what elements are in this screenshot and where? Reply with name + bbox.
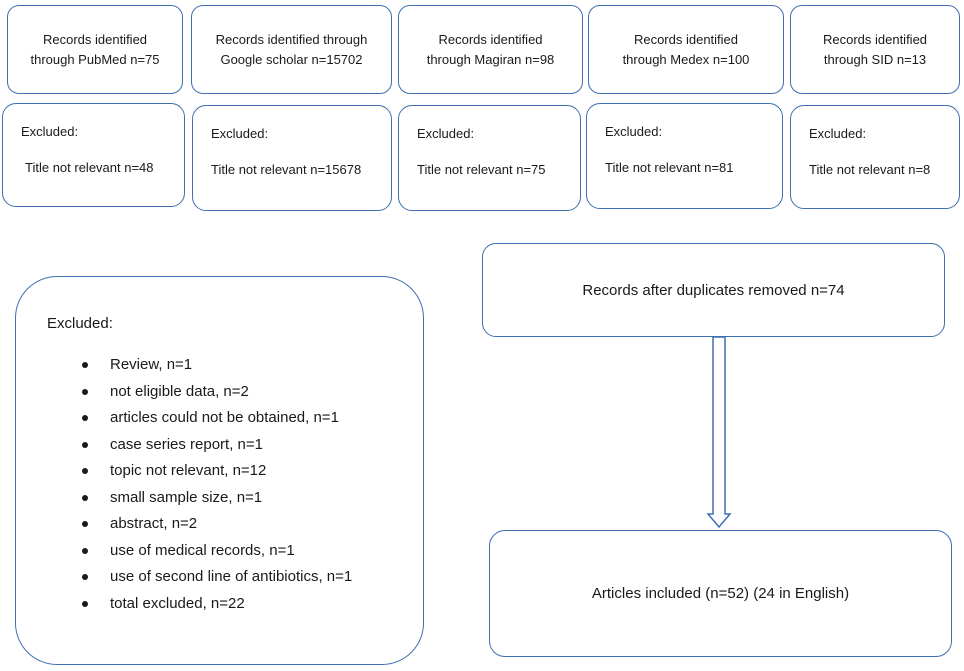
sid-records-box: Records identified through SID n=13 [790, 5, 960, 94]
articles-included-text: Articles included (n=52) (24 in English) [591, 585, 850, 602]
pubmed-excluded-box: Excluded: Title not relevant n=48 [2, 103, 185, 207]
magiran-excluded-box: Excluded: Title not relevant n=75 [398, 105, 581, 211]
articles-included-box: Articles included (n=52) (24 in English) [489, 530, 952, 657]
list-item: total excluded, n=22 [82, 593, 352, 620]
source-line1: Records identified through [215, 31, 368, 47]
excluded-text: Title not relevant n=48 [25, 160, 154, 175]
source-line1: Records identified [633, 31, 739, 47]
excluded-text: Title not relevant n=15678 [211, 162, 362, 177]
list-item: articles could not be obtained, n=1 [82, 407, 352, 434]
source-line1: Records identified [438, 31, 543, 47]
list-item: topic not relevant, n=12 [82, 460, 352, 487]
pubmed-records-box: Records identified through PubMed n=75 [7, 5, 183, 94]
list-item: abstract, n=2 [82, 513, 352, 540]
magiran-records-box: Records identified through Magiran n=98 [398, 5, 583, 94]
medex-excluded-box: Excluded: Title not relevant n=81 [586, 103, 783, 209]
excluded-heading: Excluded: [809, 126, 867, 141]
excluded-text: Title not relevant n=8 [809, 162, 931, 177]
duplicates-removed-box: Records after duplicates removed n=74 [482, 243, 945, 337]
excluded-text: Title not relevant n=81 [605, 160, 734, 175]
source-line2: through SID n=13 [823, 51, 927, 67]
source-line2: through PubMed n=75 [30, 51, 160, 67]
list-item: Review, n=1 [82, 354, 352, 381]
excluded-heading: Excluded: [417, 126, 475, 141]
excluded-text: Title not relevant n=75 [417, 162, 546, 177]
excluded-reasons-box: Excluded: Review, n=1 not eligible data,… [15, 276, 424, 665]
excluded-heading: Excluded: [211, 126, 269, 141]
medex-records-box: Records identified through Medex n=100 [588, 5, 784, 94]
excluded-reasons-list: Review, n=1 not eligible data, n=2 artic… [82, 354, 352, 619]
source-line1: Records identified [822, 31, 928, 47]
source-line2: Google scholar n=15702 [220, 51, 363, 67]
list-item: case series report, n=1 [82, 434, 352, 461]
list-item: not eligible data, n=2 [82, 381, 352, 408]
excluded-heading: Excluded: [605, 124, 663, 139]
list-item: use of medical records, n=1 [82, 540, 352, 567]
excluded-reasons-heading: Excluded: [47, 315, 113, 332]
list-item: use of second line of antibiotics, n=1 [82, 566, 352, 593]
sid-excluded-box: Excluded: Title not relevant n=8 [790, 105, 960, 209]
excluded-heading: Excluded: [21, 124, 79, 139]
source-line2: through Magiran n=98 [426, 51, 555, 67]
list-item: small sample size, n=1 [82, 487, 352, 514]
google-scholar-excluded-box: Excluded: Title not relevant n=15678 [192, 105, 392, 211]
duplicates-removed-text: Records after duplicates removed n=74 [582, 281, 845, 299]
source-line1: Records identified [42, 31, 148, 47]
source-line2: through Medex n=100 [622, 51, 750, 67]
